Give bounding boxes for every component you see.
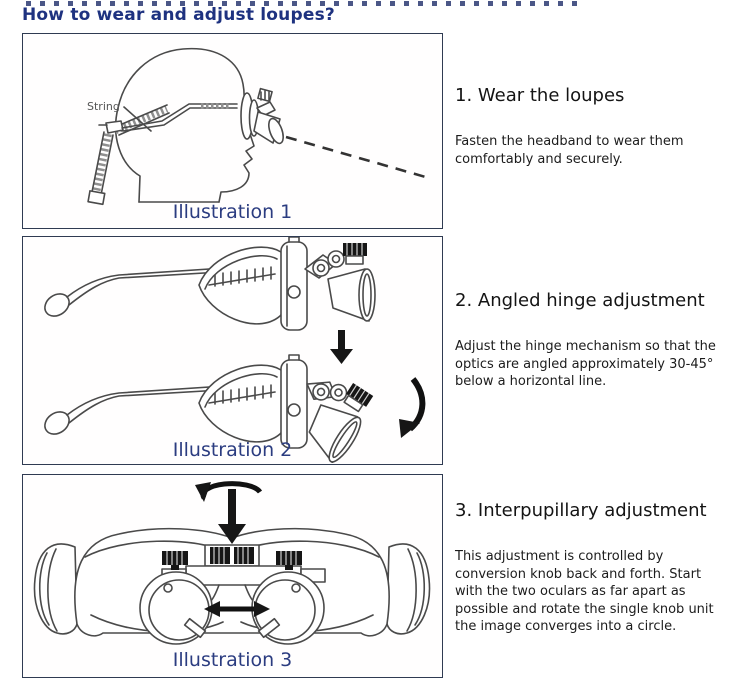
temple-arm bbox=[121, 103, 238, 132]
step-2-body: Adjust the hinge mechanism so that the o… bbox=[455, 339, 716, 389]
step-3-heading: 3. Interpupillary adjustment bbox=[455, 500, 707, 521]
illustration-2-drawing bbox=[39, 237, 426, 463]
string-pointer-line bbox=[123, 106, 152, 132]
illustration-2-caption: Illustration 2 bbox=[172, 439, 293, 461]
headband-strap bbox=[87, 104, 170, 206]
step-1: 1. Wear the loupes Fasten the headband t… bbox=[455, 84, 720, 168]
head-profile-drawing bbox=[114, 47, 255, 203]
clipped-text-fragments bbox=[26, 1, 578, 6]
step-2-heading: 2. Angled hinge adjustment bbox=[455, 290, 705, 311]
illustration-3-caption: Illustration 3 bbox=[172, 649, 293, 671]
loupe-optics bbox=[240, 87, 284, 145]
step-2: 2. Angled hinge adjustment Adjust the hi… bbox=[455, 289, 720, 391]
sight-line bbox=[285, 135, 430, 180]
down-arrow-icon bbox=[330, 330, 353, 364]
illustration-1-caption: Illustration 1 bbox=[172, 201, 293, 223]
illustration-2-box: Illustration 2 bbox=[22, 236, 443, 465]
step-1-heading: 1. Wear the loupes bbox=[455, 85, 625, 106]
left-right-arrow-icon bbox=[204, 601, 270, 617]
oculars bbox=[139, 571, 325, 645]
step-1-body: Fasten the headband to wear them comfort… bbox=[455, 134, 684, 167]
rotate-down-arrow-icon bbox=[399, 377, 426, 438]
illustration-3-drawing bbox=[33, 481, 431, 645]
down-arrow-icon bbox=[218, 489, 246, 544]
illustration-1-box: String Illustration 1 bbox=[22, 33, 443, 229]
illustration-3-box: Illustration 3 bbox=[22, 474, 443, 678]
step-3: 3. Interpupillary adjustment This adjust… bbox=[455, 499, 720, 636]
string-label: String bbox=[87, 100, 120, 113]
rotate-arrow-icon bbox=[195, 481, 263, 502]
step-3-body: This adjustment is controlled by convers… bbox=[455, 549, 714, 634]
page-title: How to wear and adjust loupes? bbox=[22, 5, 335, 25]
illustration-1-drawing: String bbox=[87, 47, 430, 206]
